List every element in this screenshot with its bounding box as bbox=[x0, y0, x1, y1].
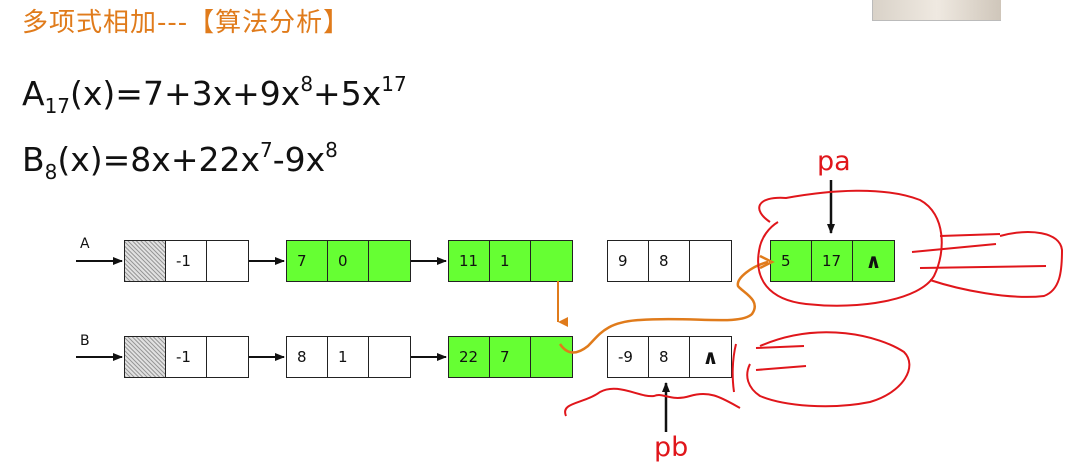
list-b-node-3: -9 8 ∧ bbox=[607, 336, 732, 378]
node-coef-cell: 8 bbox=[287, 337, 328, 377]
polynomial-a-equation: A17(x)=7+3x+9x8+5x17 bbox=[22, 72, 407, 118]
red-circle-pa bbox=[757, 189, 943, 307]
node-exp-cell: 8 bbox=[649, 337, 690, 377]
equation-exponent: 8 bbox=[300, 72, 314, 96]
node-exp-cell: -1 bbox=[166, 337, 207, 377]
page-title: 多项式相加---【算法分析】 bbox=[22, 8, 351, 38]
equation-part: -9x bbox=[272, 140, 326, 179]
node-exp-cell: 1 bbox=[328, 337, 369, 377]
orange-relink-curve bbox=[558, 260, 769, 354]
equation-subscript: 17 bbox=[44, 94, 71, 118]
equation-subscript: 8 bbox=[44, 160, 58, 184]
node-exp-cell: 17 bbox=[812, 241, 853, 281]
list-b-node-2: 22 7 bbox=[448, 336, 573, 378]
node-coef-cell: 22 bbox=[449, 337, 490, 377]
equation-part: +5x bbox=[313, 74, 382, 113]
node-exp-cell: 1 bbox=[490, 241, 531, 281]
pa-label: pa bbox=[817, 146, 851, 177]
node-coef-cell bbox=[125, 337, 166, 377]
equation-part: (x)=8x+22x bbox=[57, 140, 260, 179]
list-a-node-3: 9 8 bbox=[607, 240, 732, 282]
node-coef-cell: 11 bbox=[449, 241, 490, 281]
red-scribble-pb bbox=[564, 387, 741, 417]
node-coef-cell: 5 bbox=[771, 241, 812, 281]
list-b-head-node: -1 bbox=[124, 336, 249, 378]
node-coef-cell: 7 bbox=[287, 241, 328, 281]
list-b-label: B bbox=[80, 333, 90, 349]
equation-name: A bbox=[22, 74, 45, 113]
list-a-head-node: -1 bbox=[124, 240, 249, 282]
equation-exponent: 17 bbox=[381, 72, 407, 96]
node-next-cell: ∧ bbox=[702, 345, 719, 369]
polynomial-b-equation: B8(x)=8x+22x7-9x8 bbox=[22, 138, 338, 184]
equation-exponent: 8 bbox=[325, 138, 338, 162]
node-next-cell: ∧ bbox=[865, 249, 882, 273]
node-coef-cell: 9 bbox=[608, 241, 649, 281]
red-loop-right bbox=[746, 331, 911, 408]
list-a-node-4: 5 17 ∧ bbox=[770, 240, 895, 282]
equation-name: B bbox=[22, 140, 45, 179]
list-a-label: A bbox=[80, 236, 90, 252]
list-b-node-1: 8 1 bbox=[286, 336, 411, 378]
node-coef-cell bbox=[125, 241, 166, 281]
equation-exponent: 7 bbox=[260, 138, 273, 162]
orange-arrowhead bbox=[759, 254, 775, 270]
node-coef-cell: -9 bbox=[608, 337, 649, 377]
list-a-node-2: 11 1 bbox=[448, 240, 573, 282]
list-a-node-1: 7 0 bbox=[286, 240, 411, 282]
node-exp-cell: -1 bbox=[166, 241, 207, 281]
node-exp-cell: 8 bbox=[649, 241, 690, 281]
webcam-thumbnail bbox=[872, 0, 1001, 21]
red-box-right bbox=[929, 231, 1064, 298]
red-strike-lines-top bbox=[911, 233, 1047, 269]
node-exp-cell: 0 bbox=[328, 241, 369, 281]
node-exp-cell: 7 bbox=[490, 337, 531, 377]
equation-part: (x)=7+3x+9x bbox=[70, 74, 301, 113]
pb-label: pb bbox=[654, 432, 689, 463]
red-strike-lines-bottom bbox=[755, 345, 807, 371]
red-pb-node-bracket bbox=[731, 343, 737, 393]
